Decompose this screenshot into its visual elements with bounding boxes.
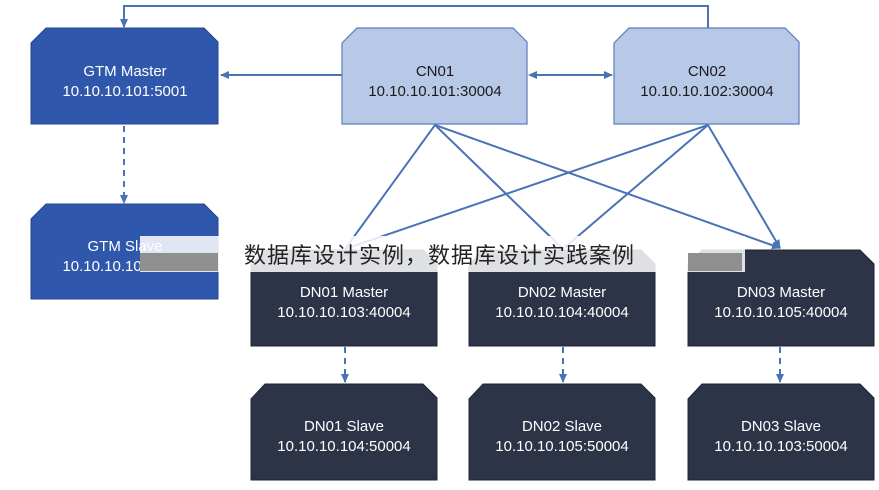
dn01-master-node: DN01 Master 10.10.10.103:40004: [250, 249, 438, 347]
gtm-master-address: 10.10.10.101:5001: [62, 83, 187, 100]
cn02-node: CN02 10.10.10.102:30004: [613, 27, 800, 125]
edge-cn02-to-gtm-master-top: [120, 5, 709, 30]
dn01-slave-name: DN01 Slave: [304, 418, 384, 435]
dn03-master-name: DN03 Master: [737, 284, 825, 301]
dn02-slave-address: 10.10.10.105:50004: [495, 438, 628, 455]
edge-cn02-dn01: [344, 124, 709, 250]
caption-right-marker: [688, 253, 742, 271]
cn01-shape: [341, 27, 528, 125]
cn01-address: 10.10.10.101:30004: [368, 83, 501, 100]
gtm-slave-shape: [30, 203, 219, 300]
dn01-master-name: DN01 Master: [300, 284, 388, 301]
cluster-nodes: GTM Master 10.10.10.101:5001 GTM Slave 1…: [30, 27, 875, 481]
dn02-slave-node: DN02 Slave 10.10.10.105:50004: [468, 383, 656, 481]
cn01-name: CN01: [416, 63, 454, 80]
dn01-slave-shape: [250, 383, 438, 481]
dn01-slave-address: 10.10.10.104:50004: [277, 438, 410, 455]
gtm-master-node: GTM Master 10.10.10.101:5001: [30, 27, 219, 125]
dn01-master-address: 10.10.10.103:40004: [277, 304, 410, 321]
caption-left-marker: [140, 253, 218, 271]
dn02-master-address: 10.10.10.104:40004: [495, 304, 628, 321]
edge-cn01-dn02: [434, 124, 564, 250]
caption-backdrop: [140, 236, 745, 272]
gtm-master-name: GTM Master: [83, 63, 166, 80]
cn01-node: CN01 10.10.10.101:30004: [341, 27, 528, 125]
dn02-master-node: DN02 Master 10.10.10.104:40004: [468, 249, 656, 347]
watermark-caption: 数据库设计实例，数据库设计实践案例: [243, 244, 635, 269]
dn02-slave-name: DN02 Slave: [522, 418, 602, 435]
dn03-slave-address: 10.10.10.103:50004: [714, 438, 847, 455]
dn02-master-name: DN02 Master: [518, 284, 606, 301]
cn02-address: 10.10.10.102:30004: [640, 83, 773, 100]
dn01-slave-node: DN01 Slave 10.10.10.104:50004: [250, 383, 438, 481]
gtm-master-shape: [30, 27, 219, 125]
cn02-name: CN02: [688, 63, 726, 80]
edge-cn01-dn03: [434, 124, 781, 250]
dn03-master-address: 10.10.10.105:40004: [714, 304, 847, 321]
dn02-slave-shape: [468, 383, 656, 481]
edge-cn02-dn02: [562, 124, 709, 250]
dn03-slave-node: DN03 Slave 10.10.10.103:50004: [687, 383, 875, 481]
dn03-master-node: DN03 Master 10.10.10.105:40004: [687, 249, 875, 347]
edge-cn01-dn01: [344, 124, 436, 250]
connections: [120, 5, 784, 383]
edge-cn02-dn03: [707, 124, 781, 249]
dn03-slave-name: DN03 Slave: [741, 418, 821, 435]
cn02-shape: [613, 27, 800, 125]
dn03-slave-shape: [687, 383, 875, 481]
